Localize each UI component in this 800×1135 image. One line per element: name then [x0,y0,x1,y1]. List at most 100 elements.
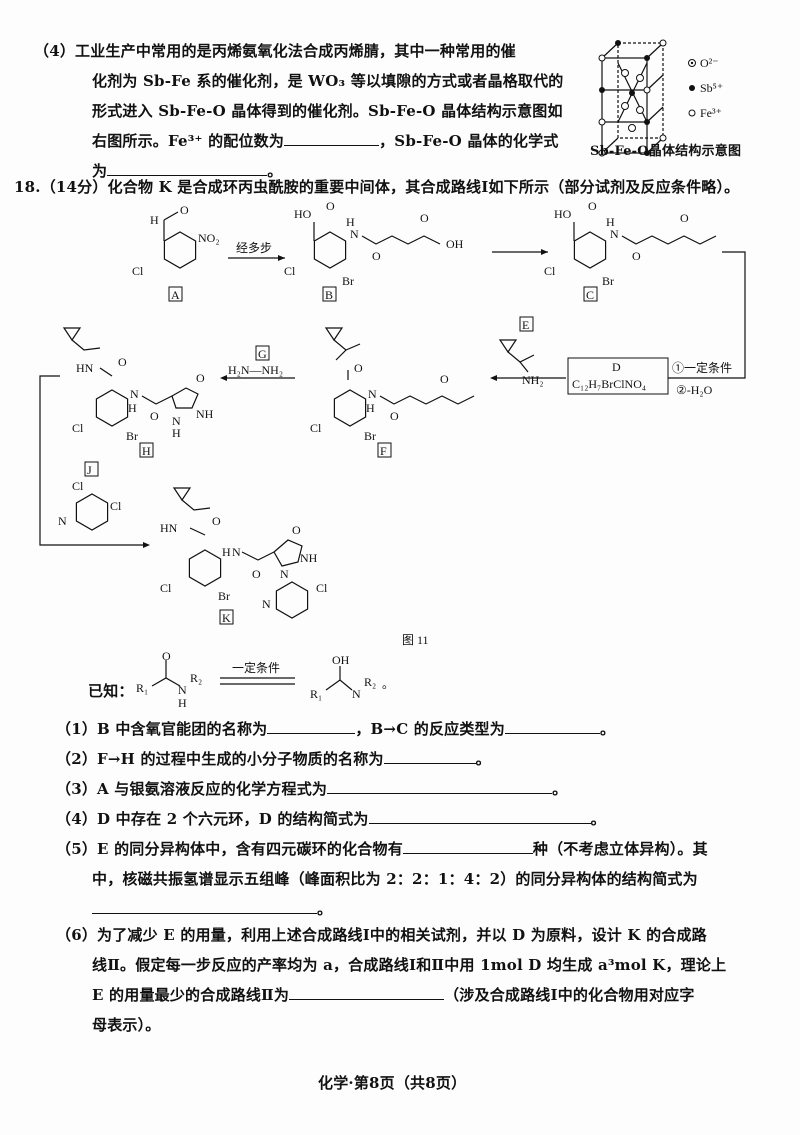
step-label: 经多步 [236,241,272,255]
svg-text:Cl: Cl [160,581,172,595]
svg-text:O: O [390,409,399,423]
answer-blank[interactable] [383,749,476,764]
answer-blank[interactable] [289,985,445,1000]
answer-blank[interactable] [368,809,591,824]
text: 。 [599,720,616,738]
answer-blank[interactable] [284,131,380,146]
condition-1: ①一定条件 [672,360,732,375]
svg-text:O: O [180,203,189,217]
fe-legend-icon [688,109,696,117]
crystal-structure-diagram: O²⁻ Sb⁵⁺ Fe³⁺ [598,39,723,157]
ring-hexagon [313,231,347,269]
svg-text:OH: OH [332,653,350,667]
text: 。 [552,780,568,798]
svg-text:H: H [222,545,231,559]
svg-text:O: O [354,361,363,375]
svg-text:O: O [680,211,689,225]
text: ，Sb-Fe-O 晶体的化学式 [379,132,559,150]
svg-text:Br: Br [218,589,230,603]
svg-text:C: C [586,288,594,302]
svg-text:N: N [172,414,181,428]
unit-cell-lines [601,42,664,154]
answer-blank[interactable] [504,719,600,734]
g-reagent: H₂N—NH₂ [228,363,283,377]
q17-4-line5: 为。 [92,160,282,181]
svg-text:R₂: R₂ [364,675,376,689]
ring-hexagon [163,231,197,269]
answer-blank[interactable] [107,161,268,176]
answer-blank[interactable] [92,899,317,914]
svg-text:R₁: R₁ [310,687,322,701]
q17-4-line3: 形式进入 Sb-Fe-O 晶体得到的催化剂。Sb-Fe-O 晶体结构示意图如 [92,102,563,120]
svg-text:HO: HO [554,207,572,221]
text: 。 [590,810,606,828]
question-3: （3）A 与银氨溶液反应的化学方程式为。 [56,778,567,799]
svg-text:N: N [350,227,359,241]
q18-header: 18.（14分）化合物 K 是合成环丙虫酰胺的重要中间体，其合成路线Ⅰ如下所示（… [14,178,740,196]
answer-blank[interactable] [402,839,533,854]
text: 右图所示。Fe³⁺ 的配位数为 [92,132,285,150]
text: 为 [92,162,108,180]
svg-text:H: H [366,401,375,415]
svg-text:O: O [440,372,449,386]
text: 。 [475,750,491,768]
svg-text:一定条件: 一定条件 [232,660,280,675]
g-label: G [258,347,267,361]
question-5: （5）E 的同分异构体中，含有四元碳环的化合物有种（不考虑立体异构）。其 [56,838,708,859]
svg-text:Br: Br [602,274,614,288]
text: ，B→C 的反应类型为 [355,720,505,738]
question-6-line2: 线Ⅱ。假定每一步反应的产率均为 a，合成路线Ⅰ和Ⅱ中用 1mol D 均生成 a… [92,956,727,974]
arrow-h-k [39,375,148,546]
svg-text:H: H [606,215,615,229]
svg-text:Br: Br [342,274,354,288]
text: 。 [317,900,333,918]
crystal-caption: Sb-Fe-O晶体结构示意图 [590,144,742,159]
svg-text:O: O [372,249,381,263]
svg-text:O: O [326,200,335,213]
page-footer: 化学·第8页（共8页） [318,1074,467,1092]
atoms [598,39,667,157]
question-1: （1）B 中含氧官能团的名称为，B→C 的反应类型为。 [56,718,615,739]
svg-text:Cl: Cl [316,581,328,595]
svg-text:。: 。 [382,677,394,691]
known-prefix: 已知： [88,682,134,700]
svg-text:K: K [222,611,231,625]
ring-hexagon [573,231,607,269]
answer-blank[interactable] [327,779,553,794]
svg-text:HO: HO [294,207,312,221]
svg-text:O: O [420,211,429,225]
svg-text:Cl: Cl [310,421,322,435]
arrow-c-d [668,251,746,379]
svg-text:Cl: Cl [72,421,84,435]
ring-hexagon [95,389,129,427]
svg-text:H: H [128,401,137,415]
ring-hexagon [333,389,367,427]
svg-text:N: N [232,545,241,559]
ring-hexagon [188,549,222,587]
text: （4）D 中存在 2 个六元环，D 的结构简式为 [56,810,369,828]
legend-o: O²⁻ [700,56,719,70]
answer-blank[interactable] [267,719,356,734]
svg-text:H: H [142,444,151,458]
svg-text:Cl: Cl [544,264,556,278]
svg-text:Cl: Cl [132,264,144,278]
text: E 的用量最少的合成路线Ⅱ为 [92,986,290,1004]
legend-sb: Sb⁵⁺ [700,81,723,95]
compound-e: E NH₂ [498,316,544,387]
q17-4-line2: 化剂为 Sb-Fe 系的催化剂，是 WO₃ 等以填隙的方式或者晶格取代的 [92,72,564,90]
svg-text:N: N [280,567,289,581]
svg-text:H: H [172,426,181,440]
svg-text:N: N [262,597,271,611]
d-formula: C₁₂H₇BrClNO₄ [572,377,646,391]
svg-text:HN: HN [160,521,178,535]
svg-text:N: N [178,683,187,697]
text: （5）E 的同分异构体中，含有四元碳环的化合物有 [56,840,403,858]
